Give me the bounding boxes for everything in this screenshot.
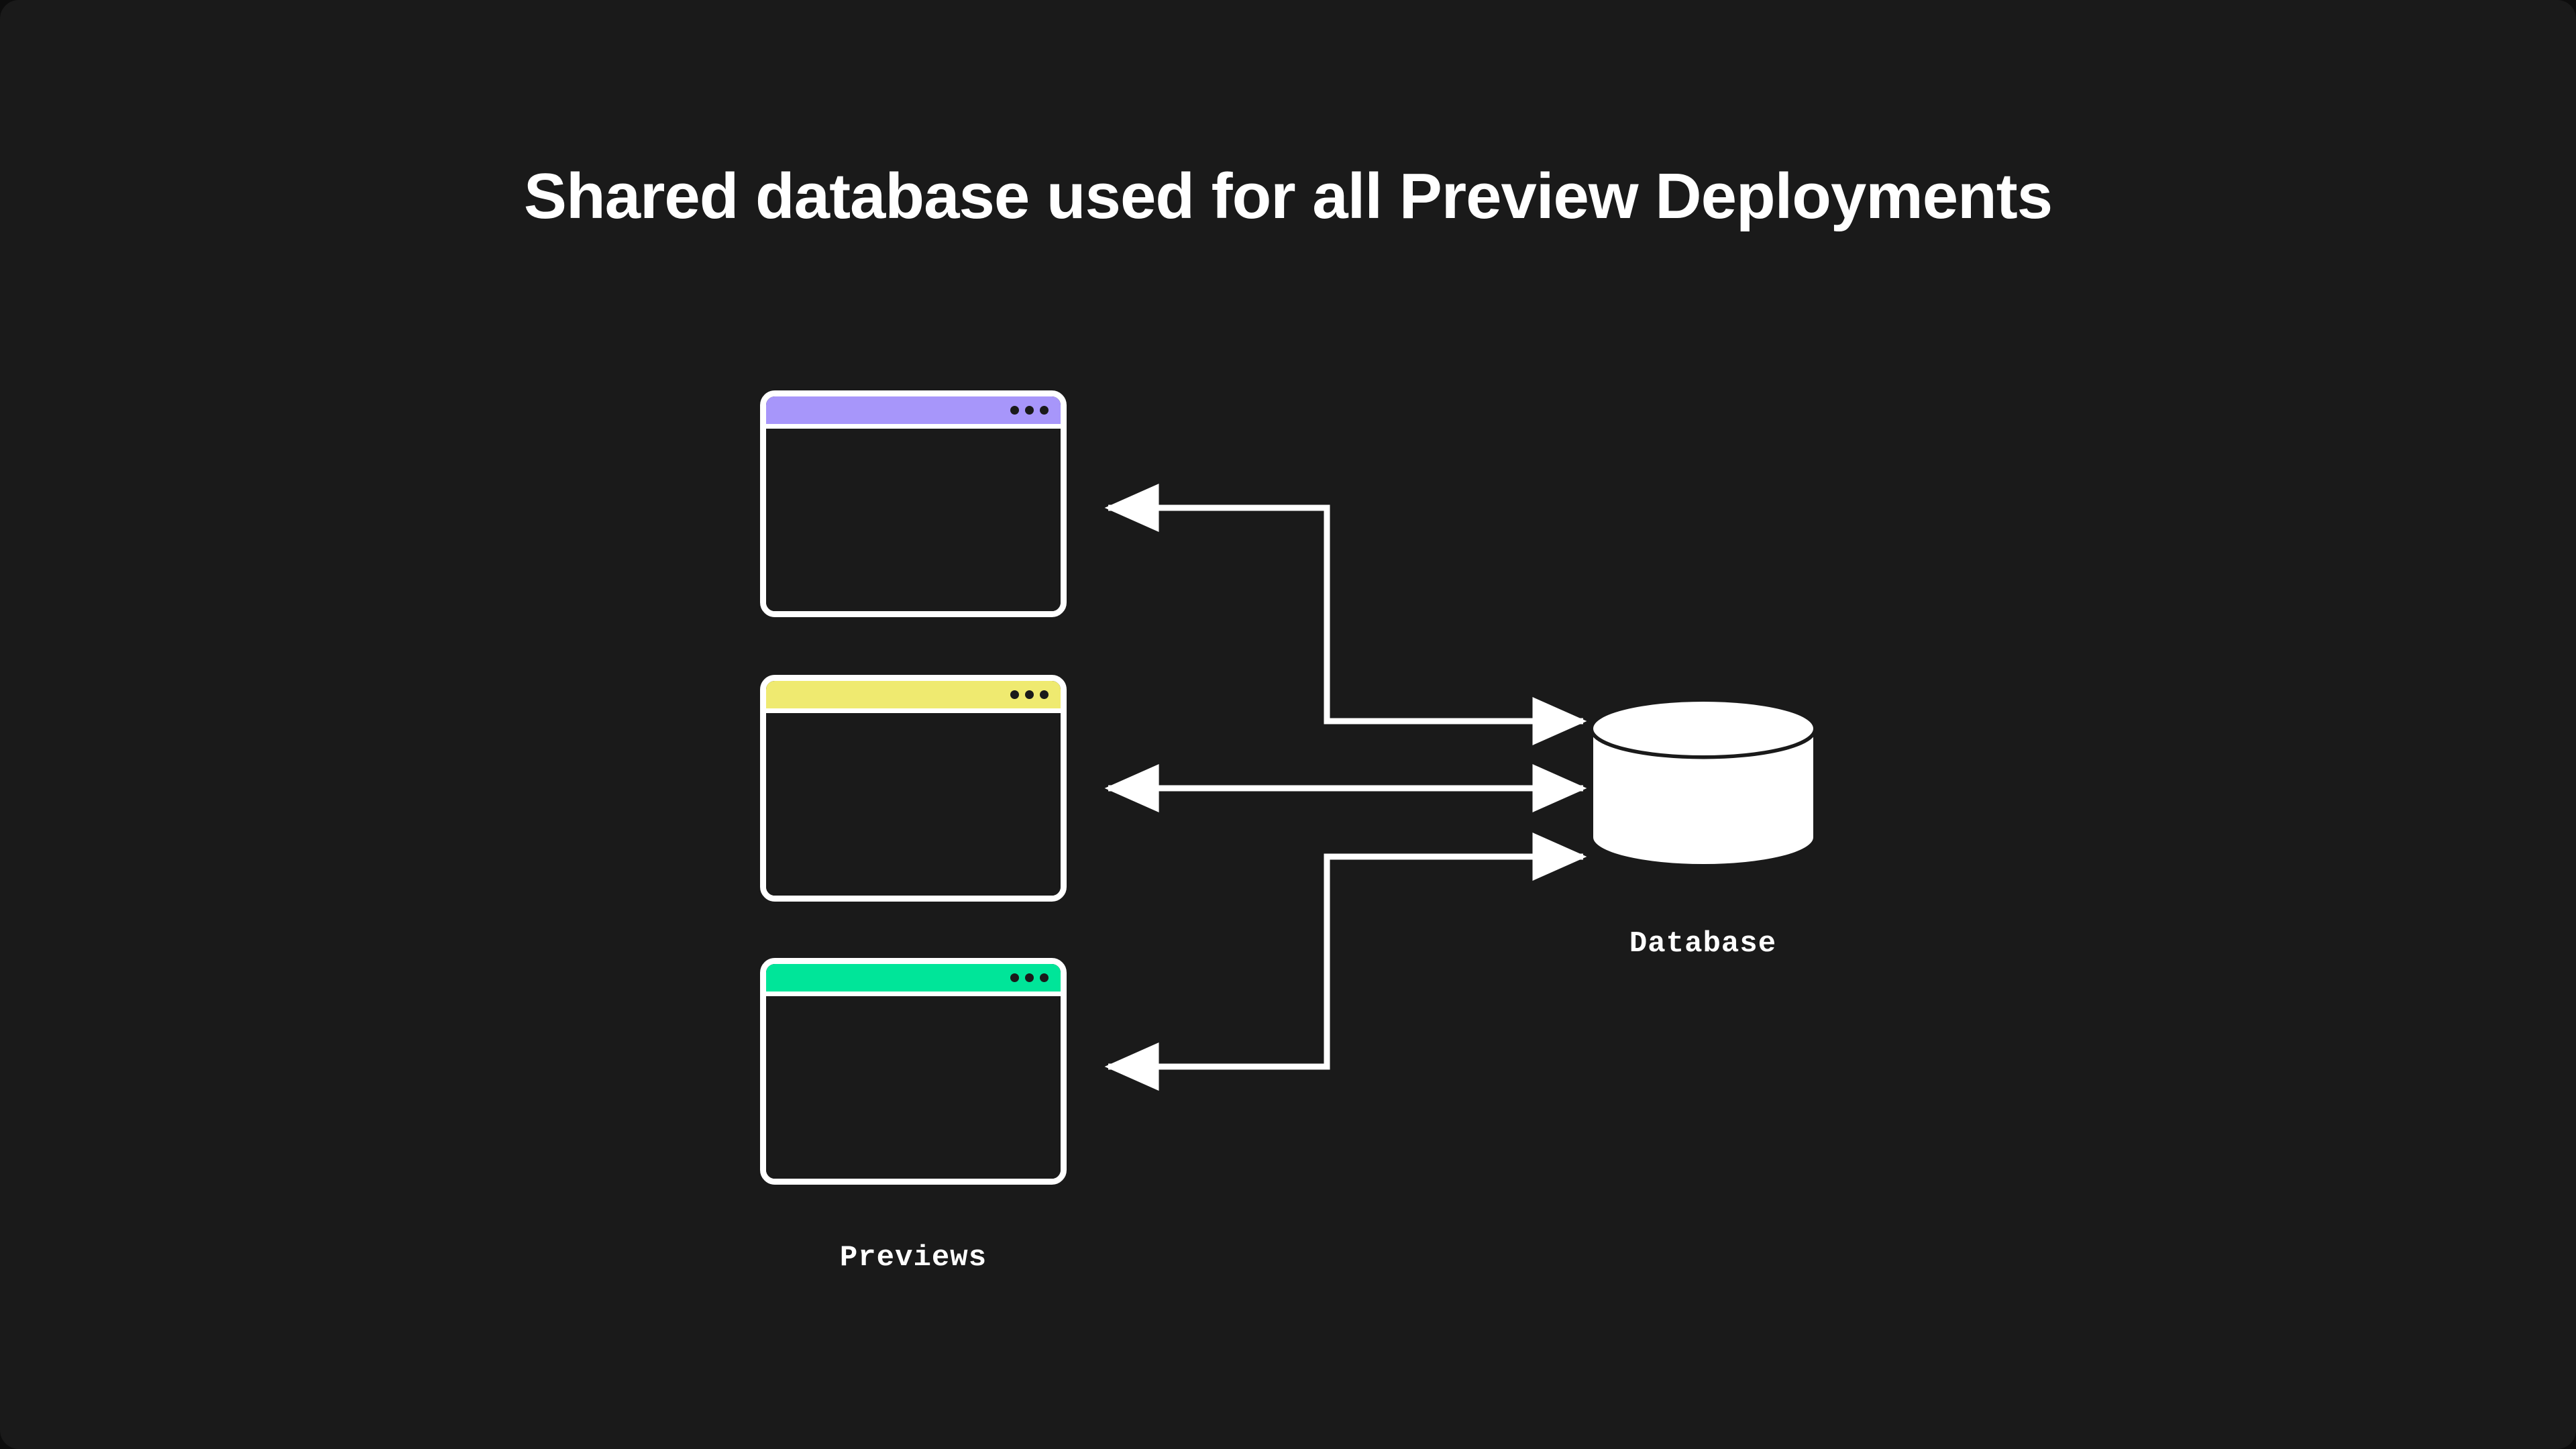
window-dot-icon xyxy=(1010,690,1019,699)
connector-preview-3-database xyxy=(1108,833,1587,1070)
window-dot-icon xyxy=(1025,406,1034,415)
preview-window-3-titlebar xyxy=(766,964,1061,996)
window-dot-icon xyxy=(1040,406,1049,415)
preview-window-1-body xyxy=(766,429,1061,611)
window-dot-icon xyxy=(1010,973,1019,982)
preview-window-1[interactable] xyxy=(760,390,1067,617)
preview-window-3[interactable] xyxy=(760,958,1067,1185)
window-dots xyxy=(1010,406,1049,415)
database-cylinder-icon xyxy=(1592,702,1815,864)
connector-preview-1-database xyxy=(1104,484,1583,724)
window-dot-icon xyxy=(1010,406,1019,415)
previews-label: Previews xyxy=(839,1241,987,1275)
preview-window-2-titlebar xyxy=(766,681,1061,713)
window-dot-icon xyxy=(1040,690,1049,699)
window-dot-icon xyxy=(1025,690,1034,699)
window-dot-icon xyxy=(1040,973,1049,982)
window-dots xyxy=(1010,690,1049,699)
page-title: Shared database used for all Preview Dep… xyxy=(523,160,2053,232)
database-label: Database xyxy=(1629,927,1777,961)
preview-window-1-titlebar xyxy=(766,396,1061,429)
window-dot-icon xyxy=(1025,973,1034,982)
preview-window-2-body xyxy=(766,713,1061,896)
cylinder-body xyxy=(1593,729,1813,864)
window-dots xyxy=(1010,973,1049,982)
cylinder-top xyxy=(1593,702,1813,755)
preview-window-2[interactable] xyxy=(760,675,1067,902)
preview-window-3-body xyxy=(766,996,1061,1179)
